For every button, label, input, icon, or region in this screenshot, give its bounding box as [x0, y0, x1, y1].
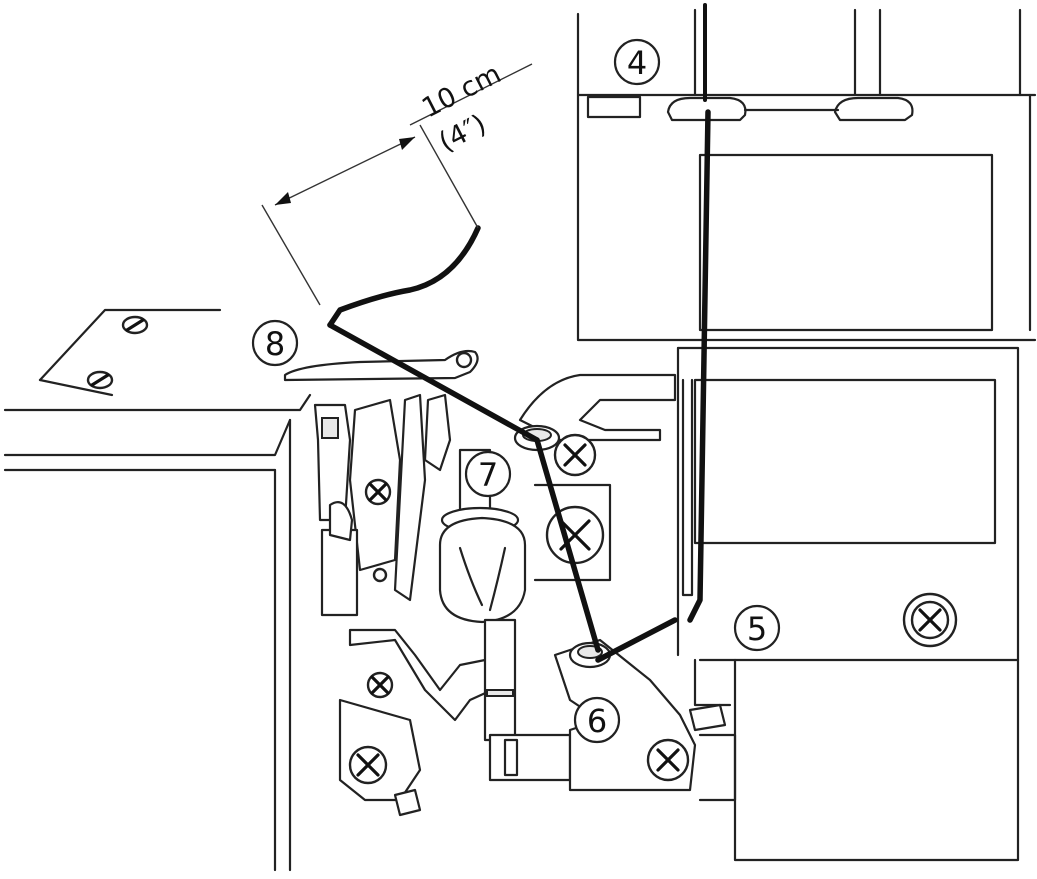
- callout-6: 6: [573, 696, 621, 744]
- callout-5-label: 5: [747, 610, 767, 648]
- housing-screw: [902, 592, 958, 648]
- lower-cover: [693, 658, 1020, 862]
- middle-housing: [676, 346, 1020, 662]
- callout-6-label: 6: [587, 702, 607, 740]
- guide-bracket: [518, 373, 677, 582]
- callout-4-label: 4: [627, 44, 647, 82]
- callout-5: 5: [733, 604, 781, 652]
- upper-housing: [576, 8, 1037, 342]
- callout-7: 7: [464, 450, 512, 498]
- callout-8-label: 8: [265, 325, 285, 363]
- bed-plate: [3, 308, 312, 872]
- callout-4: 4: [613, 38, 661, 86]
- lower-guide-plate: [553, 638, 737, 802]
- top-guide-right: [833, 96, 914, 122]
- looper-mechanism: [313, 393, 497, 817]
- thread-path: [327, 3, 711, 663]
- top-guide-left: [666, 96, 747, 122]
- dimension-indicator: 10 cm (4″): [261, 58, 533, 306]
- dimension-metric-label: 10 cm: [417, 58, 506, 124]
- needle-bar: [438, 448, 572, 782]
- callout-7-label: 7: [478, 456, 498, 494]
- guide-8: [283, 349, 479, 382]
- callout-8: 8: [251, 319, 299, 367]
